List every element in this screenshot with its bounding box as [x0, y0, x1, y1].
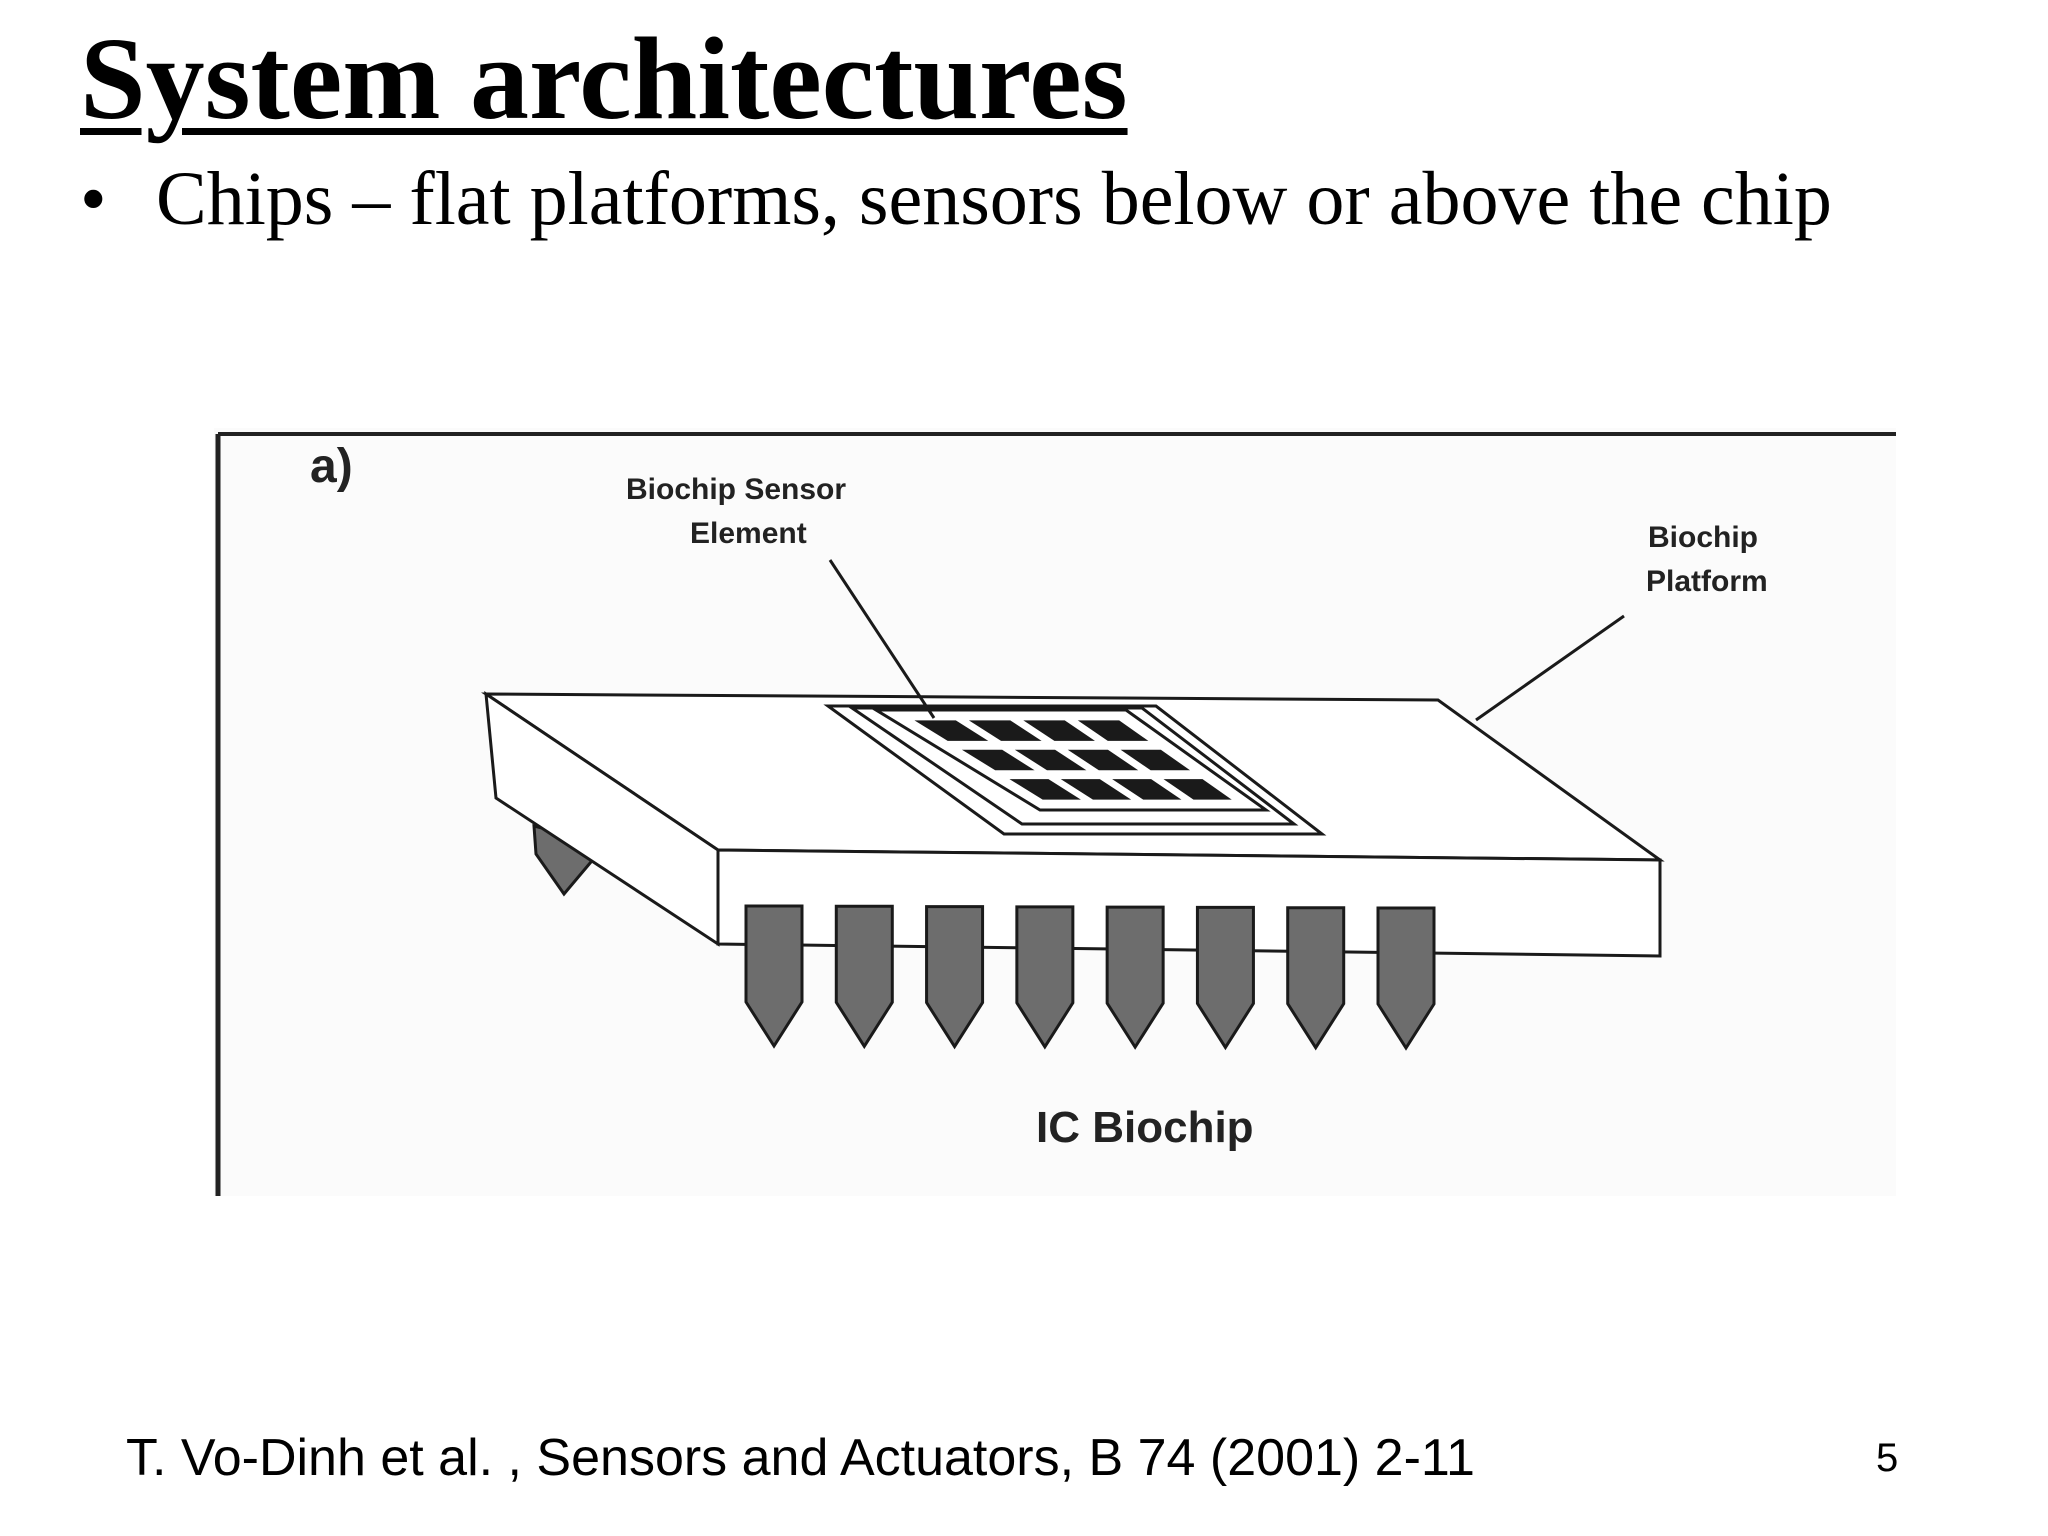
sensor-cell [1014, 749, 1087, 771]
sensor-label-line1: Biochip Sensor [626, 473, 847, 506]
sensor-cell [1060, 779, 1132, 800]
sensor-cell [914, 720, 989, 741]
chip-drawing [215, 432, 1896, 1196]
sensor-cell [1163, 779, 1232, 800]
bullet-item: • Chips – flat platforms, sensors below o… [80, 157, 1832, 242]
chip-pin [744, 904, 804, 1049]
sensor-cell [1120, 749, 1191, 771]
platform-label-line1: Biochip [1648, 521, 1758, 554]
panel-label: a) [310, 440, 353, 493]
figure-caption: IC Biochip [1036, 1103, 1254, 1152]
slide-number: 5 [1876, 1436, 1899, 1480]
bullet-text: Chips – flat platforms, sensors below or… [156, 157, 1832, 241]
chip-pin [1376, 906, 1436, 1051]
sensor-cell [1077, 720, 1149, 741]
bullet-marker: • [80, 157, 107, 241]
chip-pin [925, 905, 985, 1050]
chip-pin [1195, 905, 1255, 1051]
sensor-cell [968, 720, 1042, 741]
chip-pin [1015, 905, 1075, 1050]
sensor-cell-array [914, 720, 1232, 800]
front-pin-row [744, 904, 1436, 1051]
citation: T. Vo-Dinh et al. , Sensors and Actuator… [126, 1429, 1475, 1487]
platform-leader-line [1475, 614, 1625, 722]
sensor-cell [1009, 779, 1081, 800]
sensor-cell [1067, 749, 1139, 771]
ic-biochip-figure: a) Biochip Sensor Element Biochip Platfo… [214, 428, 1896, 1196]
platform-label-line2: Platform [1646, 565, 1768, 598]
sensor-leader-line [828, 559, 936, 719]
chip-pin [1105, 905, 1165, 1050]
chip-pin [834, 904, 894, 1050]
sensor-cell [1112, 779, 1182, 800]
sensor-cell [1023, 720, 1095, 741]
sensor-label-line2: Element [690, 517, 807, 550]
sensor-cell [961, 749, 1035, 771]
chip-pin [1286, 906, 1346, 1051]
slide-title: System architectures [80, 13, 1128, 144]
